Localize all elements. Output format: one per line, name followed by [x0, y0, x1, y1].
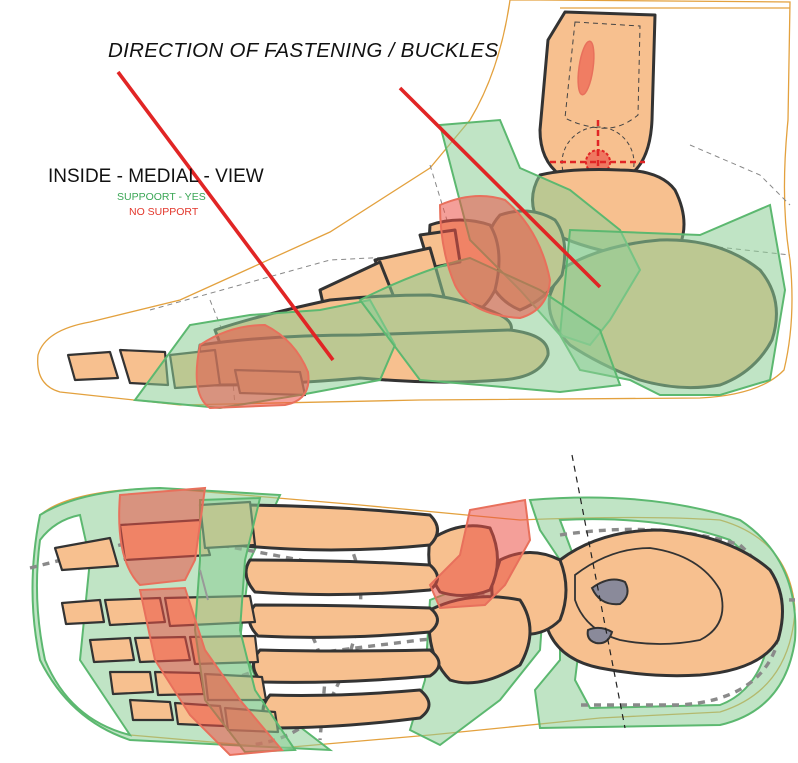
metatarsal-plantar	[246, 560, 438, 595]
metatarsal-plantar	[249, 605, 437, 637]
construction-line	[690, 145, 790, 205]
legend-support-yes: SUPPOORT - YES	[117, 191, 206, 203]
diagram-title: DIRECTION OF FASTENING / BUCKLES	[108, 39, 498, 62]
plantar-view	[30, 455, 795, 755]
legend-no-support: NO SUPPORT	[129, 206, 199, 218]
metatarsal-plantar	[253, 650, 439, 682]
metatarsal-plantar	[263, 690, 429, 728]
phalanx-plantar	[110, 672, 153, 694]
phalanx-plantar	[62, 600, 104, 624]
phalanx-plantar	[90, 638, 134, 662]
view-label: INSIDE - MEDIAL - VIEW	[48, 166, 264, 187]
medial-view: DIRECTION OF FASTENING / BUCKLES INSIDE …	[38, 0, 792, 408]
phalanx-plantar	[130, 700, 173, 720]
phalanx-bone	[68, 352, 118, 380]
